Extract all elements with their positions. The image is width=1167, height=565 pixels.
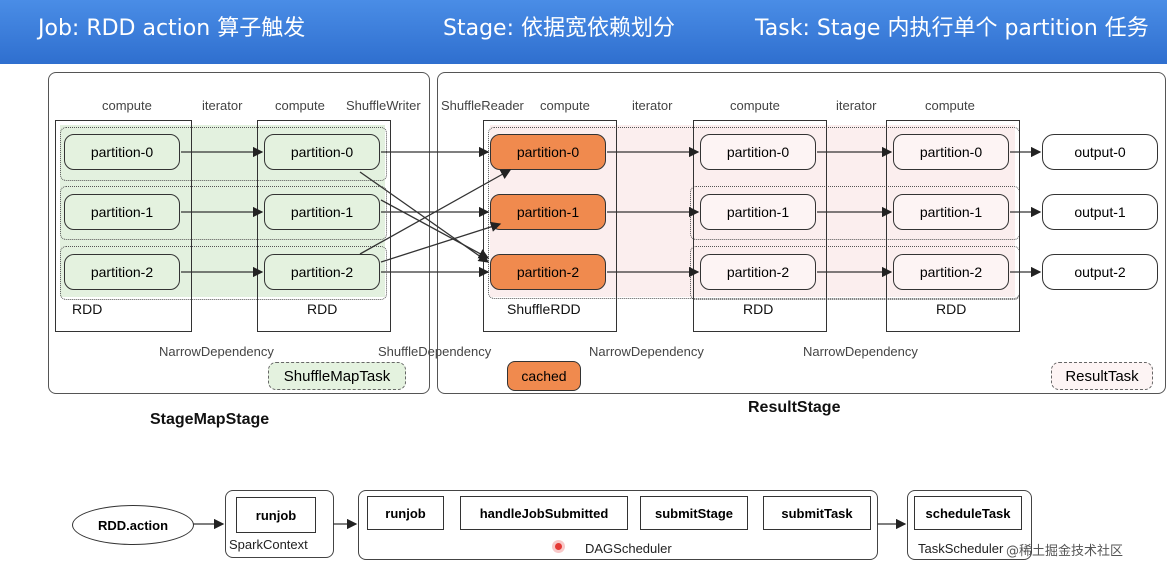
dag-scheduler-label: DAGScheduler — [585, 541, 672, 556]
task-scheduler-label: TaskScheduler — [918, 541, 1004, 556]
result-stage-title: ResultStage — [748, 399, 841, 416]
col-label-compute-2: compute — [275, 98, 325, 113]
col-label-compute-4: compute — [730, 98, 780, 113]
rdd3-label: RDD — [743, 301, 774, 317]
cursor-dot — [555, 543, 562, 550]
map-stage-title: StageMapStage — [150, 411, 270, 428]
rdd1-partition-0: partition-0 — [64, 134, 180, 170]
rdd1-partition-2: partition-2 — [64, 254, 180, 290]
narrow-dependency-2: NarrowDependency — [589, 344, 704, 359]
shuffle-map-task: ShuffleMapTask — [268, 362, 406, 390]
cached-badge: cached — [507, 361, 581, 391]
rdd3-partition-0: partition-0 — [700, 134, 816, 170]
arrow-shuffle-1-2 — [380, 199, 490, 259]
rdd2-label: RDD — [307, 301, 338, 317]
col-label-iterator-1: iterator — [202, 98, 243, 113]
header-banner: Job: RDD action 算子触发 Stage: 依据宽依赖划分 Task… — [0, 0, 1167, 64]
spark-context-label: SparkContext — [229, 537, 308, 552]
shuffle-partition-1: partition-1 — [490, 194, 606, 230]
arrow-shuffle-2-0 — [359, 169, 512, 255]
row-group-2 — [60, 246, 387, 300]
stage-caption: Stage: 依据宽依赖划分 — [443, 16, 675, 41]
task-scheduler-schedule-task: scheduleTask — [914, 496, 1022, 530]
rdd4-partition-1: partition-1 — [893, 194, 1009, 230]
rdd-box-1 — [55, 120, 192, 332]
row-group-0 — [60, 127, 387, 181]
rdd4-label: RDD — [936, 301, 967, 317]
rdd-box-3 — [693, 120, 827, 332]
rdd2-partition-1: partition-1 — [264, 194, 380, 230]
dag-submit-stage: submitStage — [640, 496, 748, 530]
col-label-compute-3: compute — [540, 98, 590, 113]
arrow-shuffle-2-1 — [380, 221, 502, 263]
narrow-dependency-3: NarrowDependency — [803, 344, 918, 359]
rdd1-partition-1: partition-1 — [64, 194, 180, 230]
rdd4-partition-0: partition-0 — [893, 134, 1009, 170]
rdd3-partition-2: partition-2 — [700, 254, 816, 290]
col-label-shuffle-reader: ShuffleReader — [441, 98, 524, 113]
rdd1-label: RDD — [72, 301, 103, 317]
dag-submit-task: submitTask — [763, 496, 871, 530]
map-stage-panel — [48, 72, 430, 394]
job-caption: Job: RDD action 算子触发 — [38, 16, 306, 41]
rdd3-partition-1: partition-1 — [700, 194, 816, 230]
col-label-iterator-2: iterator — [632, 98, 673, 113]
rdd2-partition-0: partition-0 — [264, 134, 380, 170]
shuffle-rdd-label: ShuffleRDD — [507, 301, 581, 317]
col-label-compute-1: compute — [102, 98, 152, 113]
col-label-shuffle-writer: ShuffleWriter — [346, 98, 421, 113]
row-group-1 — [60, 186, 387, 240]
output-1: output-1 — [1042, 194, 1158, 230]
result-task: ResultTask — [1051, 362, 1153, 390]
dag-runjob: runjob — [367, 496, 444, 530]
spark-context-runjob: runjob — [236, 497, 316, 533]
rdd2-partition-2: partition-2 — [264, 254, 380, 290]
dag-scheduler-box — [358, 490, 878, 560]
rdd4-partition-2: partition-2 — [893, 254, 1009, 290]
shuffle-rdd-box — [483, 120, 617, 332]
col-label-compute-5: compute — [925, 98, 975, 113]
dag-handle-job-submitted: handleJobSubmitted — [460, 496, 628, 530]
watermark: @稀土掘金技术社区 — [1006, 544, 1124, 559]
rdd-box-2 — [257, 120, 391, 332]
rdd-box-4 — [886, 120, 1020, 332]
shuffle-dependency: ShuffleDependency — [378, 344, 492, 359]
output-0: output-0 — [1042, 134, 1158, 170]
shuffle-partition-0: partition-0 — [490, 134, 606, 170]
output-2: output-2 — [1042, 254, 1158, 290]
task-scheduler-box — [907, 490, 1032, 560]
result-stage-panel — [437, 72, 1166, 394]
col-label-iterator-3: iterator — [836, 98, 877, 113]
task-caption: Task: Stage 内执行单个 partition 任务 — [755, 16, 1149, 41]
rdd-action-node: RDD.action — [72, 505, 194, 545]
narrow-dependency-1: NarrowDependency — [159, 344, 274, 359]
shuffle-partition-2: partition-2 — [490, 254, 606, 290]
